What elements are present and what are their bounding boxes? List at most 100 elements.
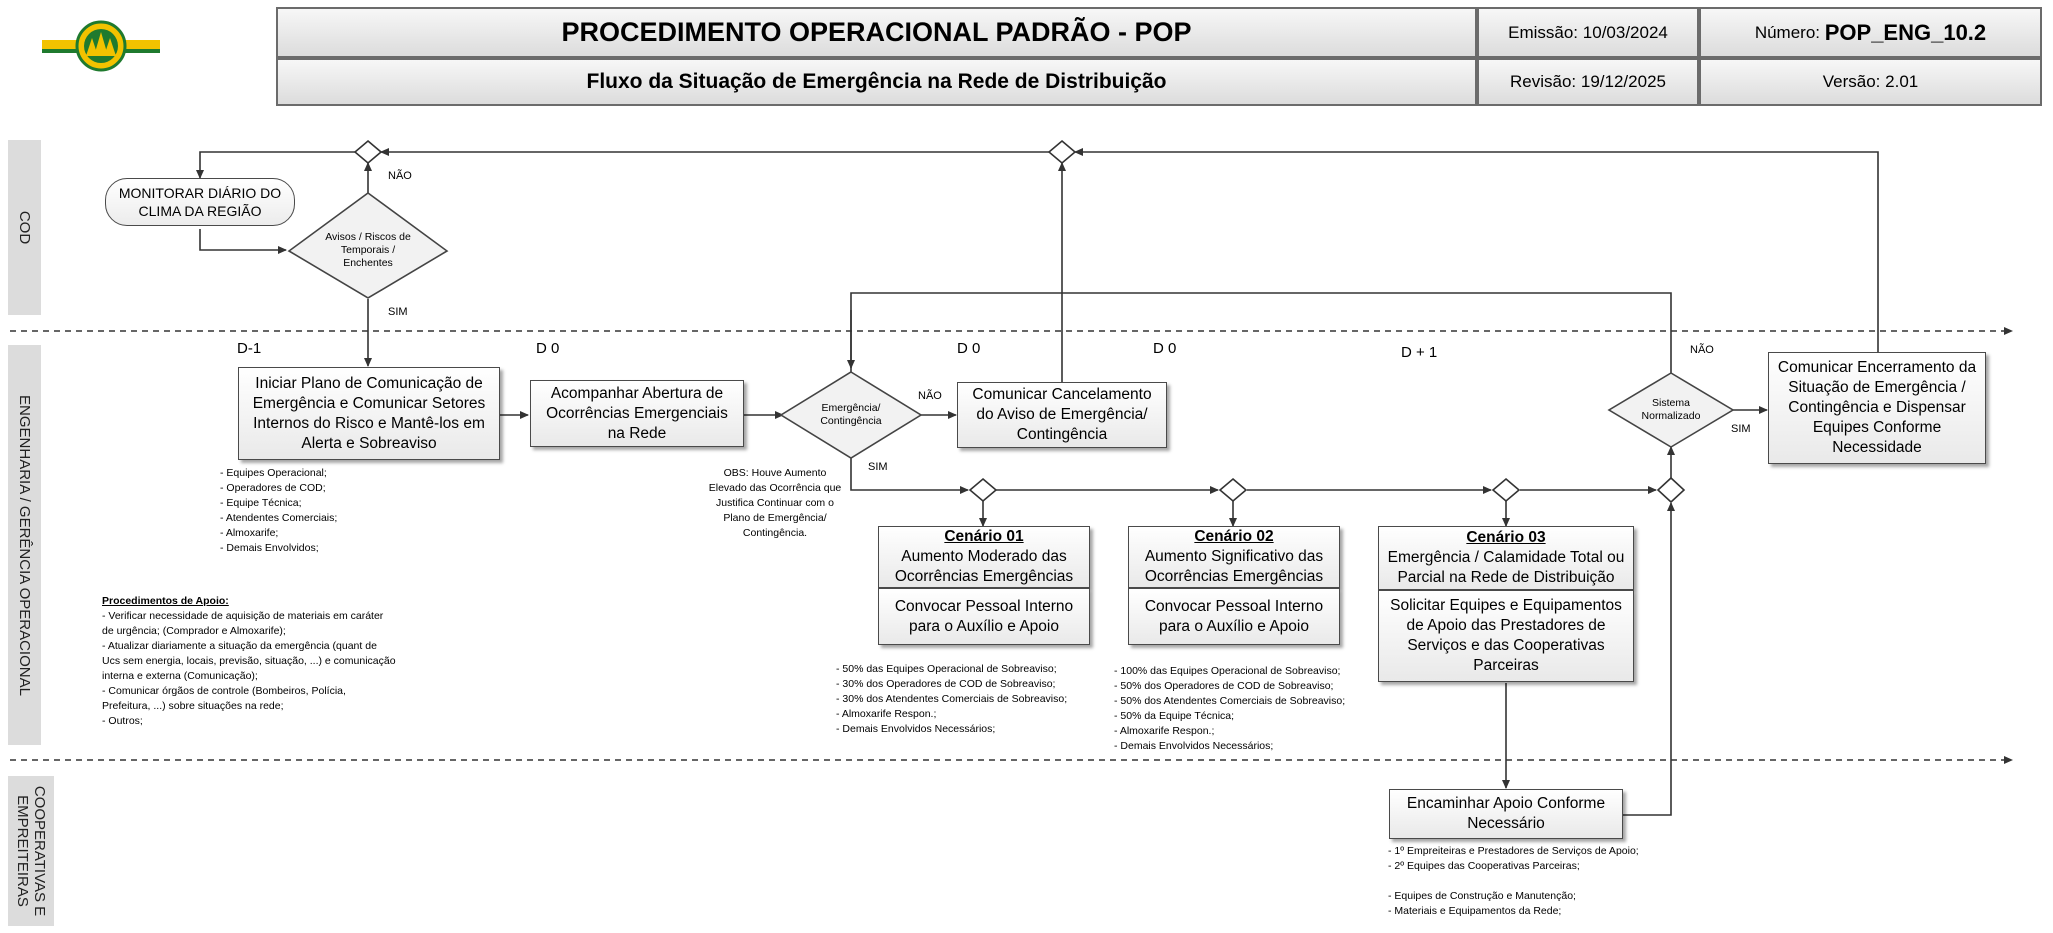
list-item: - 100% das Equipes Operacional de Sobrea…	[1114, 665, 1341, 677]
list-item: - 50% da Equipe Técnica;	[1114, 710, 1235, 722]
decision-sistema-label: Sistema Normalizado	[1625, 395, 1717, 425]
node-comunicar-encerramento: Comunicar Encerramento da Situação de Em…	[1768, 352, 1986, 464]
cenario-03-desc: Emergência / Calamidade Total ou Parcial…	[1387, 549, 1625, 586]
list-item: - Outros;	[102, 715, 143, 727]
avisos-text: Avisos / Riscos de Temporais / Enchentes	[325, 230, 411, 269]
list-item: - Operadores de COD;	[220, 482, 326, 494]
label-sim-avisos: SIM	[388, 306, 408, 318]
encaminhar-list: - 1º Empreiteiras e Prestadores de Servi…	[1388, 844, 1639, 919]
procedimentos-title: Procedimentos de Apoio:	[102, 595, 229, 607]
obs-line: OBS: Houve Aumento	[723, 467, 827, 479]
list-item: - Almoxarife Respon.;	[1114, 725, 1215, 737]
cenario-02-action-label: Convocar Pessoal Interno para o Auxílio …	[1144, 597, 1324, 635]
node-cenario-02-action: Convocar Pessoal Interno para o Auxílio …	[1128, 588, 1340, 645]
obs-line: Elevado das Ocorrência que	[708, 482, 842, 494]
phase-d0-a: D 0	[536, 340, 560, 357]
list-item: - Materiais e Equipamentos da Rede;	[1388, 905, 1562, 917]
decision-sistema	[1607, 372, 1735, 448]
node-acompanhar-label: Acompanhar Abertura de Ocorrências Emerg…	[546, 384, 728, 442]
node-acompanhar: Acompanhar Abertura de Ocorrências Emerg…	[530, 380, 744, 447]
node-encaminhar: Encaminhar Apoio Conforme Necessário	[1389, 789, 1623, 839]
label-nao-emergencia: NÃO	[918, 390, 942, 402]
label-sim-sistema: SIM	[1731, 423, 1751, 435]
list-item: - 50% das Equipes Operacional de Sobreav…	[836, 663, 1057, 675]
list-item: - Atendentes Comerciais;	[220, 512, 338, 524]
emissao-cell: Emissão: 10/03/2024	[1477, 7, 1699, 58]
node-cenario-03-action: Solicitar Equipes e Equipamentos de Apoi…	[1378, 590, 1634, 682]
page-title: PROCEDIMENTO OPERACIONAL PADRÃO - POP	[276, 7, 1477, 58]
lane-engenharia: ENGENHARIA / GERÊNCIA OPERACIONAL	[8, 345, 41, 745]
node-cenario-03: Cenário 03 Emergência / Calamidade Total…	[1378, 526, 1634, 590]
list-item: - Comunicar órgãos de controle (Bombeiro…	[102, 685, 346, 697]
procedimentos-apoio: Procedimentos de Apoio: - Verificar nece…	[102, 594, 396, 729]
decision-avisos-label: Avisos / Riscos de Temporais / Enchentes	[315, 222, 421, 278]
cenario-01-desc: Aumento Moderado das Ocorrências Emergên…	[894, 548, 1074, 585]
revisao-cell: Revisão: 19/12/2025	[1477, 58, 1699, 106]
list-item: - 1º Empreiteiras e Prestadores de Servi…	[1388, 845, 1639, 857]
cenario-01-action-label: Convocar Pessoal Interno para o Auxílio …	[894, 597, 1074, 635]
node-encaminhar-label: Encaminhar Apoio Conforme Necessário	[1406, 795, 1606, 832]
node-comunicar-cancelamento-label: Comunicar Cancelamento do Aviso de Emerg…	[972, 386, 1152, 443]
iniciar-list: - Equipes Operacional; - Operadores de C…	[220, 466, 337, 556]
list-item: Prefeitura, ...) sobre situações na rede…	[102, 700, 284, 712]
list-item	[1388, 874, 1639, 889]
list-item: - Equipes Operacional;	[220, 467, 327, 479]
cenario-02-title: Cenário 02	[1194, 528, 1274, 545]
list-item: - Demais Envolvidos;	[220, 542, 319, 554]
cenario-01-list: - 50% das Equipes Operacional de Sobreav…	[836, 662, 1067, 737]
node-monitorar: MONITORAR DIÁRIO DO CLIMA DA REGIÃO	[105, 178, 295, 226]
decision-avisos	[287, 192, 449, 299]
node-iniciar: Iniciar Plano de Comunicação de Emergênc…	[238, 367, 500, 460]
decision-emergencia	[779, 371, 923, 459]
list-item: - Equipe Técnica;	[220, 497, 302, 509]
obs-note: OBS: Houve Aumento Elevado das Ocorrênci…	[700, 466, 850, 541]
versao-value: 2.01	[1885, 72, 1919, 91]
list-item: - 50% dos Atendentes Comerciais de Sobre…	[1114, 695, 1346, 707]
sistema-text: Sistema Normalizado	[1641, 397, 1701, 422]
list-item: Ucs sem energia, locais, previsão, situa…	[102, 655, 396, 667]
list-item: - Demais Envolvidos Necessários;	[1114, 740, 1274, 752]
node-comunicar-cancelamento: Comunicar Cancelamento do Aviso de Emerg…	[957, 382, 1167, 448]
phase-d0-b: D 0	[957, 340, 981, 357]
title-text: PROCEDIMENTO OPERACIONAL PADRÃO - POP	[561, 17, 1192, 47]
list-item: - Demais Envolvidos Necessários;	[836, 723, 996, 735]
subtitle-text: Fluxo da Situação de Emergência na Rede …	[586, 70, 1167, 93]
label-nao-sistema: NÃO	[1690, 344, 1714, 356]
label-sim-emergencia: SIM	[868, 461, 888, 473]
cenario-03-title: Cenário 03	[1466, 529, 1546, 546]
emissao-label: Emissão:	[1508, 22, 1579, 42]
list-item: - Verificar necessidade de aquisição de …	[102, 610, 384, 622]
node-cenario-02: Cenário 02 Aumento Significativo das Oco…	[1128, 526, 1340, 588]
phase-d-plus-1: D + 1	[1401, 344, 1438, 361]
company-logo	[40, 18, 162, 74]
list-item: - Equipes de Construção e Manutenção;	[1388, 890, 1576, 902]
numero-cell: Número: POP_ENG_10.2	[1699, 7, 2042, 58]
revisao-label: Revisão:	[1510, 72, 1577, 91]
versao-cell: Versão: 2.01	[1699, 58, 2042, 106]
phase-d-minus-1: D-1	[237, 340, 262, 357]
decision-emergencia-label: Emergência/ Contingência	[800, 400, 902, 430]
cenario-03-action-label: Solicitar Equipes e Equipamentos de Apoi…	[1390, 597, 1622, 674]
list-item: de urgência; (Comprador e Almoxarife);	[102, 625, 286, 637]
list-item: interna e externa (Comunicação);	[102, 670, 258, 682]
node-iniciar-label: Iniciar Plano de Comunicação de Emergênc…	[252, 374, 486, 452]
revisao-value: 19/12/2025	[1580, 72, 1666, 91]
node-cenario-01: Cenário 01 Aumento Moderado das Ocorrênc…	[878, 526, 1090, 588]
lane-cod: COD	[8, 140, 41, 315]
list-item: - Almoxarife;	[220, 527, 279, 539]
list-item: - Almoxarife Respon.;	[836, 708, 937, 720]
emergencia-text: Emergência/ Contingência	[820, 402, 882, 427]
page-subtitle: Fluxo da Situação de Emergência na Rede …	[276, 58, 1477, 106]
list-item: - 50% dos Operadores de COD de Sobreavis…	[1114, 680, 1334, 692]
list-item: - 2º Equipes das Cooperativas Parceiras;	[1388, 860, 1580, 872]
label-nao-avisos: NÃO	[388, 170, 412, 182]
node-comunicar-encerramento-label: Comunicar Encerramento da Situação de Em…	[1777, 359, 1977, 456]
obs-line: Plano de Emergência/	[723, 512, 827, 524]
numero-value: POP_ENG_10.2	[1824, 19, 1987, 45]
node-monitorar-label: MONITORAR DIÁRIO DO CLIMA DA REGIÃO	[118, 185, 282, 219]
numero-label: Número:	[1754, 22, 1820, 42]
obs-line: Justifica Continuar com o	[716, 497, 834, 509]
list-item: - 30% dos Operadores de COD de Sobreavis…	[836, 678, 1056, 690]
